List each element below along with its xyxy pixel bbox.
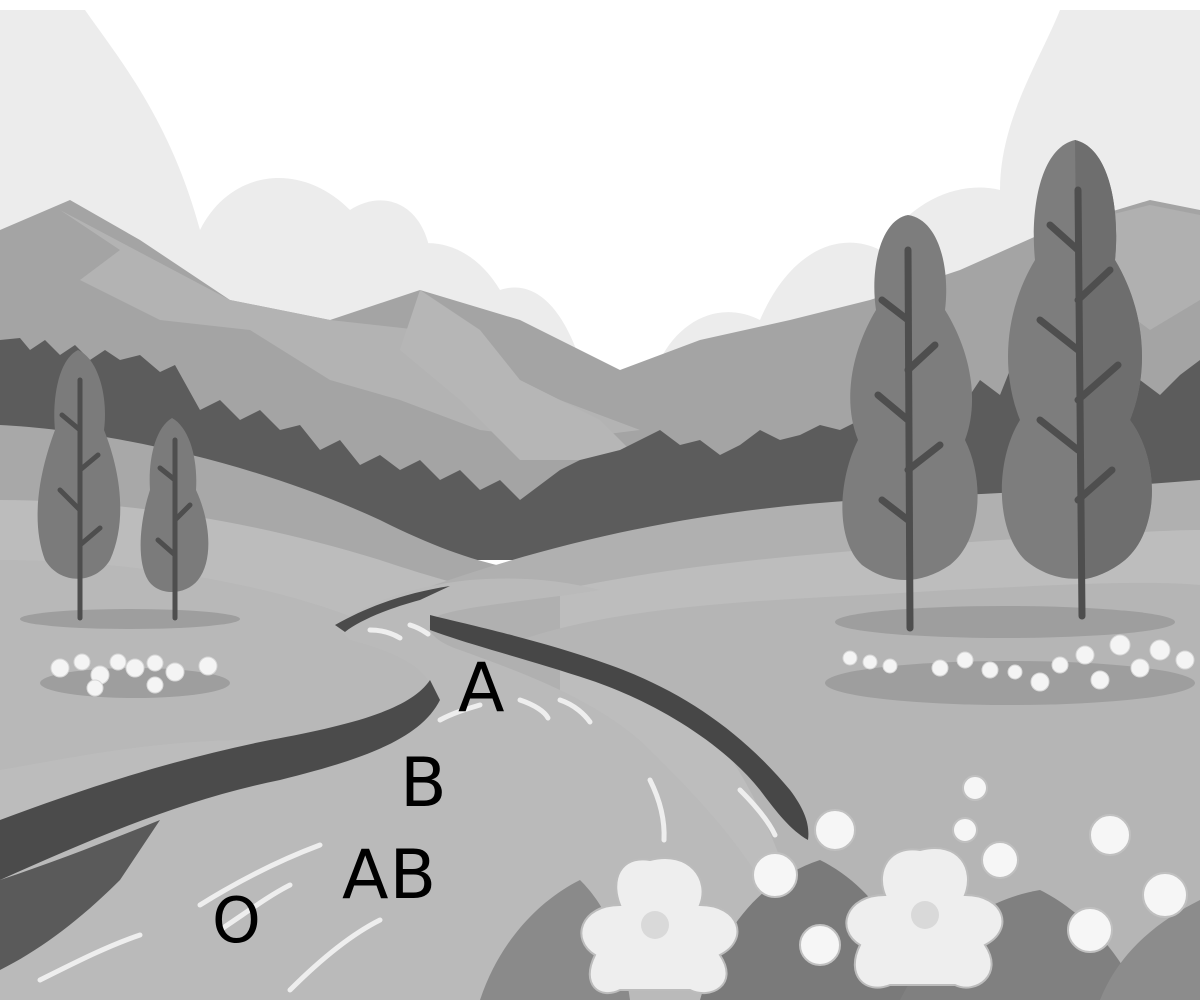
label-b: B [400, 744, 448, 823]
river [0, 578, 809, 1000]
right-trees [842, 140, 1152, 632]
label-a: A [458, 649, 506, 728]
label-ab: AB [342, 836, 438, 915]
left-trees [37, 350, 209, 621]
meadow-flowers [50, 634, 1195, 697]
label-o: O [212, 884, 262, 957]
foreground-flowers [480, 775, 1200, 1000]
